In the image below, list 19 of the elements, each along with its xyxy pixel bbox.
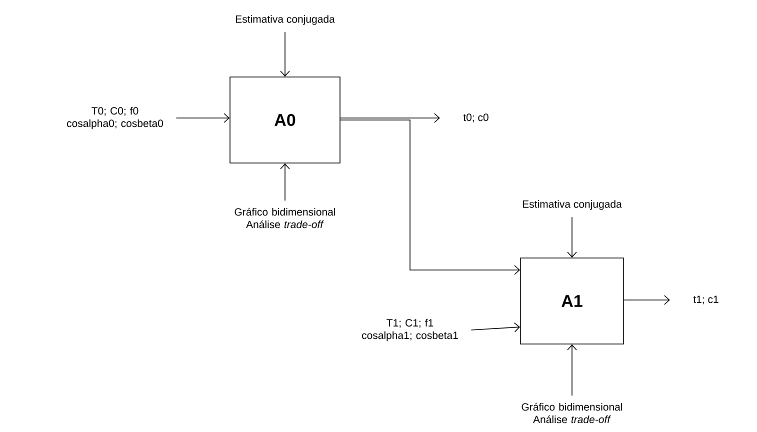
arrow [280, 32, 290, 77]
arrow [340, 113, 440, 123]
arrow [624, 295, 670, 305]
arrow [340, 120, 520, 275]
input-label: Estimativa conjugada [522, 200, 622, 210]
input-label: Estimativa conjugada [236, 15, 335, 25]
process-box: A1 [520, 258, 624, 344]
input-label: Gráfico bidimensional Análise trade-off [522, 402, 622, 424]
arrow [176, 113, 230, 123]
output-label: t1; c1 [693, 296, 718, 304]
input-label: T0; C0; f0 cosalpha0; cosbeta0 [67, 106, 164, 130]
output-label: t0; c0 [463, 114, 488, 122]
arrow [280, 163, 290, 202]
input-label: Gráfico bidimensional Análise trade-off [234, 208, 336, 228]
process-box: A0 [230, 76, 340, 164]
input-label: T1; C1; f1 cosalpha1; cosbeta1 [362, 318, 458, 342]
arrow [470, 322, 520, 332]
arrow [567, 344, 577, 396]
arrow [567, 216, 577, 258]
